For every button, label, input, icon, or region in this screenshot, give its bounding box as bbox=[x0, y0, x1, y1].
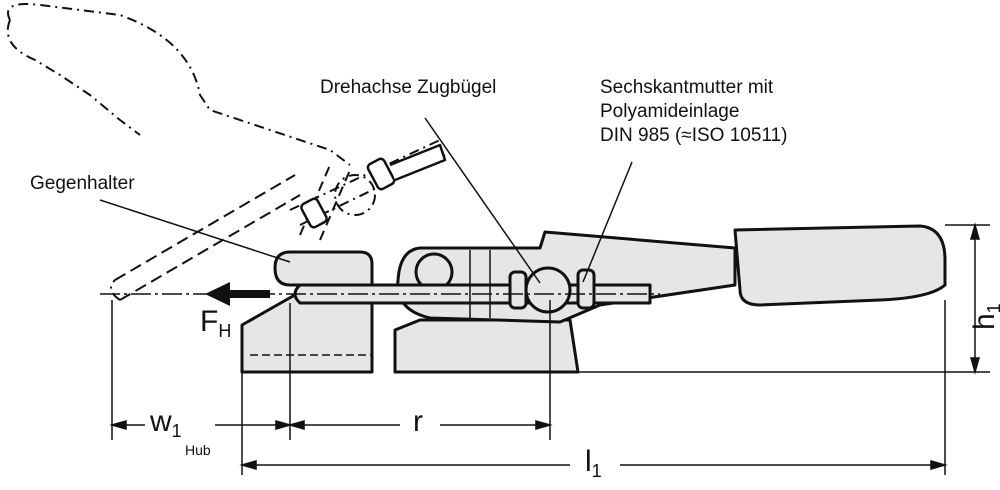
label-counter-holder: Gegenhalter bbox=[30, 173, 135, 194]
label-nut-1: Sechskantmutter mit bbox=[600, 77, 774, 98]
force-label: FH bbox=[200, 305, 231, 342]
dimension-lines bbox=[109, 222, 990, 475]
height-subscript: 1 bbox=[984, 303, 1000, 313]
open-lever-nuts bbox=[300, 143, 447, 229]
clamp-base bbox=[393, 318, 580, 374]
ball-joint bbox=[524, 266, 572, 314]
label-nut-2: Polyamideinlage bbox=[600, 101, 740, 122]
stroke-subscript: 1 bbox=[171, 421, 182, 441]
force-symbol: F bbox=[200, 305, 219, 338]
nut-left bbox=[508, 270, 528, 310]
nut-right bbox=[576, 268, 596, 310]
length-subscript: 1 bbox=[591, 461, 602, 481]
height-label: h1 bbox=[968, 303, 1000, 330]
stroke-note: Hub bbox=[185, 442, 211, 458]
label-nut-3: DIN 985 (≈ISO 10511) bbox=[600, 125, 788, 146]
length-label: l1 bbox=[585, 445, 602, 482]
force-subscript: H bbox=[218, 321, 232, 341]
open-lever-phantom bbox=[6, 3, 446, 301]
length-symbol: l bbox=[585, 445, 592, 478]
handle-grip bbox=[733, 224, 947, 307]
height-symbol: h bbox=[968, 313, 1000, 330]
label-pivot: Drehachse Zugbügel bbox=[320, 77, 497, 98]
counter-holder-base bbox=[240, 290, 374, 374]
counter-holder-knob bbox=[273, 250, 374, 287]
hidden-lines bbox=[100, 250, 660, 356]
force-arrow bbox=[205, 282, 270, 306]
radius-label: r bbox=[413, 405, 423, 438]
stroke-symbol: w bbox=[150, 405, 172, 438]
stroke-label: w1 bbox=[150, 405, 182, 442]
leader-lines bbox=[99, 117, 633, 284]
